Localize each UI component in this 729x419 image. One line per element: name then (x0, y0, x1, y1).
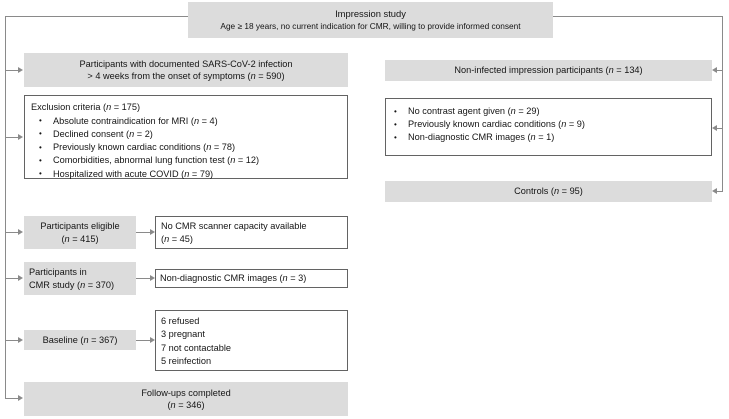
arrow-to-right-exclusion (712, 125, 717, 131)
followups-line2: (n = 346) (167, 400, 205, 410)
eligible-box: Participants eligible (n = 415) (24, 216, 136, 249)
arrow-to-cmr-study (18, 275, 23, 281)
nondiagnostic-cmr-box: Non-diagnostic CMR images (n = 3) (155, 269, 348, 288)
nondiagnostic-cmr-label: Non-diagnostic CMR images (n = 3) (160, 273, 307, 284)
connector-to-cmr-study (5, 278, 18, 279)
losses-box: 6 refused 3 pregnant 7 not contactable 5… (155, 310, 348, 371)
no-capacity-line1: No CMR scanner capacity available (161, 221, 307, 231)
arrow-baseline-to-losses (150, 337, 155, 343)
connector-to-exclusion (5, 137, 18, 138)
connector-to-non-infected (717, 70, 723, 71)
exclusion-criteria-list: Absolute contraindication for MRI (n = 4… (31, 114, 347, 181)
connector-to-eligible (5, 232, 18, 233)
connector-to-enrolled (5, 70, 18, 71)
loss-item: 5 reinfection (161, 355, 212, 366)
loss-item: 3 pregnant (161, 329, 205, 340)
header-box: Impression study Age ≥ 18 years, no curr… (188, 2, 553, 38)
header-title: Impression study (335, 7, 406, 19)
connector-to-right-exclusion (717, 128, 723, 129)
followups-line1: Follow-ups completed (141, 387, 231, 398)
list-item: Previously known cardiac conditions (n =… (386, 118, 711, 131)
non-infected-label: Non-infected impression participants (n … (454, 65, 643, 76)
header-subtitle: Age ≥ 18 years, no current indication fo… (220, 21, 521, 31)
connector-right-trunk (722, 16, 723, 191)
right-exclusion-box: No contrast agent given (n = 29) Previou… (385, 98, 712, 156)
exclusion-criteria-title: Exclusion criteria (n = 175) (31, 102, 141, 112)
connector-to-baseline (5, 340, 18, 341)
non-infected-participants-box: Non-infected impression participants (n … (385, 60, 712, 81)
list-item: Non-diagnostic CMR images (n = 1) (386, 131, 711, 144)
list-item: Previously known cardiac conditions (n =… (31, 141, 347, 154)
right-exclusion-list: No contrast agent given (n = 29) Previou… (386, 104, 711, 145)
arrow-to-baseline (18, 337, 23, 343)
connector-baseline-to-losses (136, 340, 150, 341)
arrow-eligible-to-no-capacity (150, 229, 155, 235)
list-item: Absolute contraindication for MRI (n = 4… (31, 114, 347, 128)
followups-completed-box: Follow-ups completed (n = 346) (24, 382, 348, 416)
eligible-line1: Participants eligible (40, 221, 120, 231)
arrow-cmr-to-nondiagnostic (150, 275, 155, 281)
arrow-to-exclusion (18, 134, 23, 140)
cmr-study-box: Participants in CMR study (n = 370) (24, 262, 136, 295)
enrolled-line1: Participants with documented SARS-CoV-2 … (79, 58, 293, 69)
baseline-box: Baseline (n = 367) (24, 330, 136, 350)
list-item: Comorbidities, abnormal lung function te… (31, 154, 347, 167)
connector-top-right-spine (553, 16, 722, 17)
connector-cmr-to-nondiagnostic (136, 278, 150, 279)
baseline-label: Baseline (n = 367) (42, 334, 118, 345)
controls-label: Controls (n = 95) (514, 186, 583, 197)
enrolled-line2: > 4 weeks from the onset of symptoms (n … (87, 71, 285, 81)
arrow-to-followups (18, 395, 23, 401)
connector-to-controls (717, 191, 723, 192)
list-item: Declined consent (n = 2) (31, 127, 347, 141)
arrow-to-enrolled (18, 67, 23, 73)
exclusion-criteria-box: Exclusion criteria (n = 175) Absolute co… (24, 95, 348, 181)
list-item: Hospitalized with acute COVID (n = 79) (31, 167, 347, 181)
connector-top-left-spine (5, 16, 189, 17)
loss-item: 6 refused (161, 316, 200, 326)
arrow-to-non-infected (712, 67, 717, 73)
controls-box: Controls (n = 95) (385, 181, 712, 202)
loss-item: 7 not contactable (161, 342, 231, 353)
connector-to-followups (5, 398, 18, 399)
enrolled-box: Participants with documented SARS-CoV-2 … (24, 53, 348, 87)
list-item: No contrast agent given (n = 29) (386, 104, 711, 118)
arrow-to-controls (712, 188, 717, 194)
no-scanner-capacity-box: No CMR scanner capacity available (n = 4… (155, 216, 348, 249)
cmr-study-line1: Participants in (29, 267, 87, 277)
connector-eligible-to-no-capacity (136, 232, 150, 233)
no-capacity-line2: (n = 45) (161, 233, 193, 244)
connector-left-trunk (5, 16, 6, 399)
cmr-study-line2: CMR study (n = 370) (29, 279, 115, 290)
arrow-to-eligible (18, 229, 23, 235)
eligible-line2: (n = 415) (61, 233, 99, 244)
